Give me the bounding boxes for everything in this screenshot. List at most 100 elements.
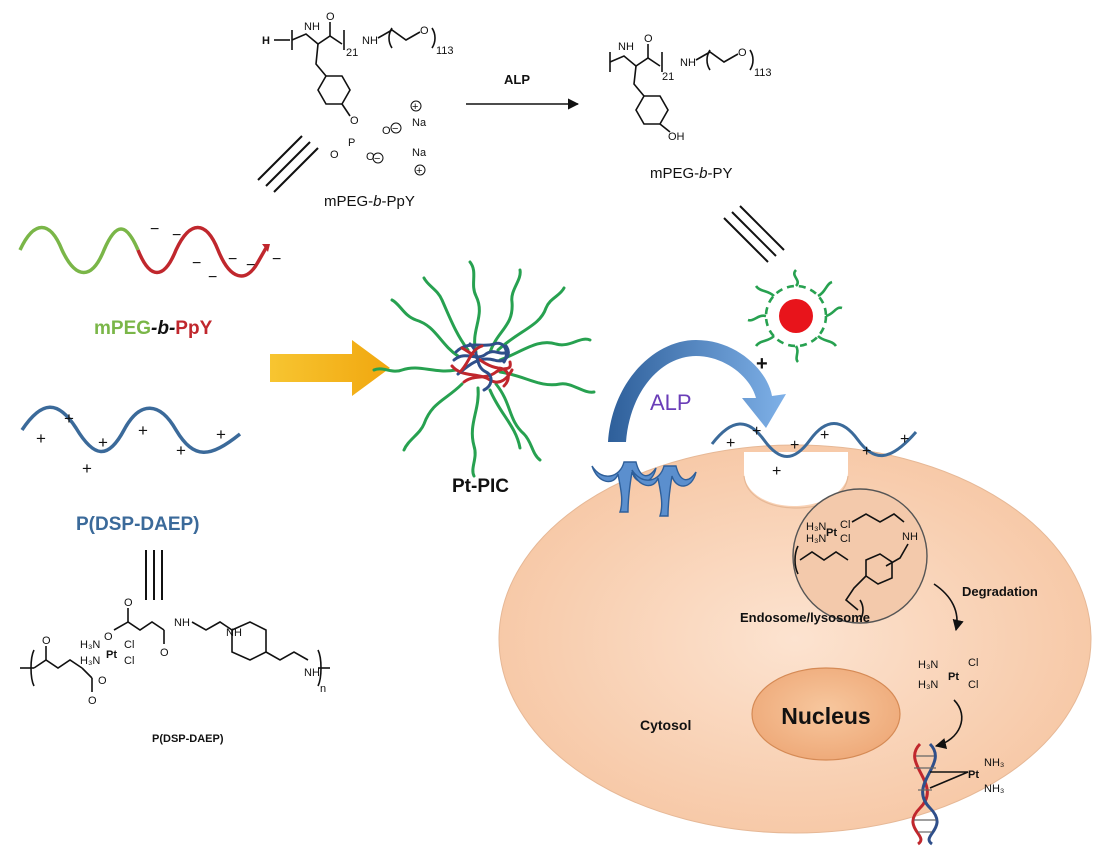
plus-sign-6: +	[176, 441, 186, 460]
identity-mark-left	[257, 135, 319, 193]
polyion-complex-icon	[372, 260, 596, 478]
amide-co-label: O	[160, 647, 169, 659]
dna-binding-arrow	[934, 699, 963, 749]
minus-sign-1: −	[150, 221, 159, 238]
nucleus-label: Nucleus	[781, 703, 870, 729]
receptor-icon	[591, 461, 697, 517]
cell-plus-3: +	[772, 463, 781, 480]
plus-sign-4: +	[82, 459, 92, 478]
released-polycation: + + + + + + +	[710, 422, 918, 480]
reactant-label: mPEG-b-PpY	[324, 193, 415, 210]
ether-o-label: O	[420, 25, 429, 37]
minus-charge-2: −	[374, 153, 380, 165]
endo-amine-1: H₃N	[806, 521, 826, 533]
cisplatin-pt: Pt	[948, 671, 959, 683]
repeat-n-label: n	[320, 683, 326, 695]
backbone-nh-label: NH	[304, 667, 320, 679]
minus-sign-3: −	[192, 255, 201, 272]
micelle-plus-sign: +	[756, 353, 768, 375]
keto-o-label: O	[42, 635, 51, 647]
sodium-label-2: Na	[412, 147, 427, 159]
endo-pt: Pt	[826, 527, 837, 539]
dna-nh3-label-1: NH₃	[984, 757, 1004, 769]
transfer-arrow	[270, 340, 390, 396]
product-structure: NH O 21 NH O 113 OH	[609, 33, 772, 143]
degradation-arrow	[933, 583, 964, 632]
cell-plus-5: +	[820, 427, 829, 444]
block-copolymer-chain: − − − − − − −	[18, 221, 281, 286]
endocytic-pit	[744, 452, 848, 506]
dna-nh3-label-2: NH₃	[984, 783, 1004, 795]
carbox-o-label-2: O	[98, 675, 107, 687]
product-amide-n-label: NH	[618, 41, 634, 53]
product-repeat-113-label: 113	[754, 67, 772, 79]
hydroxyl-label: OH	[668, 131, 685, 143]
cisplatin-structure: H₃N H₃N Pt Cl Cl	[918, 657, 978, 691]
plus-charge-1: +	[412, 101, 418, 113]
plus-sign-2: +	[64, 409, 74, 428]
carbox-o-label: O	[88, 695, 97, 707]
polycation-structure-label: P(DSP-DAEP)	[152, 733, 224, 745]
pt-center-label: Pt	[106, 649, 117, 661]
endo-cl-2: Cl	[840, 533, 850, 545]
pt-cl-label-2: Cl	[124, 655, 134, 667]
minus-charge-1: −	[392, 123, 398, 135]
polycation-chain: + + + + + + +	[20, 405, 242, 478]
minus-sign-5: −	[228, 251, 237, 268]
ester-o-label: O	[350, 115, 359, 127]
cytosol-label: Cytosol	[640, 717, 691, 733]
pt-cl-label-1: Cl	[124, 639, 134, 651]
plus-sign-3: +	[98, 433, 108, 452]
reactant-structure: H NH O 21 NH O 113 O P O O O − − + Na Na…	[262, 11, 454, 177]
pt-o-label: O	[104, 631, 113, 643]
alp-arc-arrow	[608, 340, 786, 442]
cell-plus-6: +	[862, 443, 871, 460]
endo-cl-1: Cl	[840, 519, 850, 531]
nucleus	[751, 667, 901, 761]
cell-plus-4: +	[790, 437, 799, 454]
alp-reaction-label: ALP	[504, 72, 530, 87]
complex-label: Pt-PIC	[452, 476, 509, 497]
minus-sign-7: −	[272, 251, 281, 268]
amide-n-label: NH	[304, 21, 320, 33]
cell-plus-2: +	[752, 423, 761, 440]
micelle-icon: +	[747, 269, 843, 375]
endosome: H₃N H₃N Pt Cl Cl NH	[792, 488, 928, 624]
plus-sign-7: +	[216, 425, 226, 444]
endo-amine-2: H₃N	[806, 533, 826, 545]
endosome-label: Endosome/lysosome	[740, 610, 870, 625]
pt-amine-label-2: H₃N	[80, 655, 100, 667]
h-terminal-label: H	[262, 35, 270, 47]
phosphate-o-label-2: O	[330, 149, 339, 161]
cisplatin-cl-1: Cl	[968, 657, 978, 669]
cisplatin-cl-2: Cl	[968, 679, 978, 691]
product-carbonyl-o-label: O	[644, 33, 653, 45]
alp-cell-label: ALP	[650, 390, 692, 415]
polycation-label: P(DSP-DAEP)	[76, 514, 200, 535]
repeat-21-label: 21	[346, 47, 358, 59]
minus-sign-2: −	[172, 227, 181, 244]
phosphorus-label: P	[348, 137, 355, 149]
plus-sign-5: +	[138, 421, 148, 440]
ester-co-label: O	[124, 597, 133, 609]
minus-sign-6: −	[246, 257, 255, 274]
repeat-113-label: 113	[436, 45, 454, 57]
carbonyl-o-label: O	[326, 11, 335, 23]
cisplatin-amine-1: H₃N	[918, 659, 938, 671]
cell-plus-1: +	[726, 435, 735, 452]
identity-mark-vertical	[145, 550, 163, 600]
dna-icon: Pt NH₃ NH₃	[911, 742, 1004, 846]
product-repeat-21-label: 21	[662, 71, 674, 83]
piperazine-n-label-1: NH	[226, 627, 242, 639]
cell-plus-7: +	[900, 431, 909, 448]
block-copolymer-label: mPEG-b-PpY	[94, 318, 213, 339]
cisplatin-amine-2: H₃N	[918, 679, 938, 691]
dna-pt-label: Pt	[968, 769, 979, 781]
plus-sign-1: +	[36, 429, 46, 448]
phosphate-o-label-3: O	[366, 151, 375, 163]
product-label: mPEG-b-PY	[650, 165, 733, 182]
cell-body	[498, 444, 1092, 834]
product-ether-o-label: O	[738, 47, 747, 59]
amide-nh-label: NH	[174, 617, 190, 629]
phosphate-o-label: O	[382, 125, 391, 137]
